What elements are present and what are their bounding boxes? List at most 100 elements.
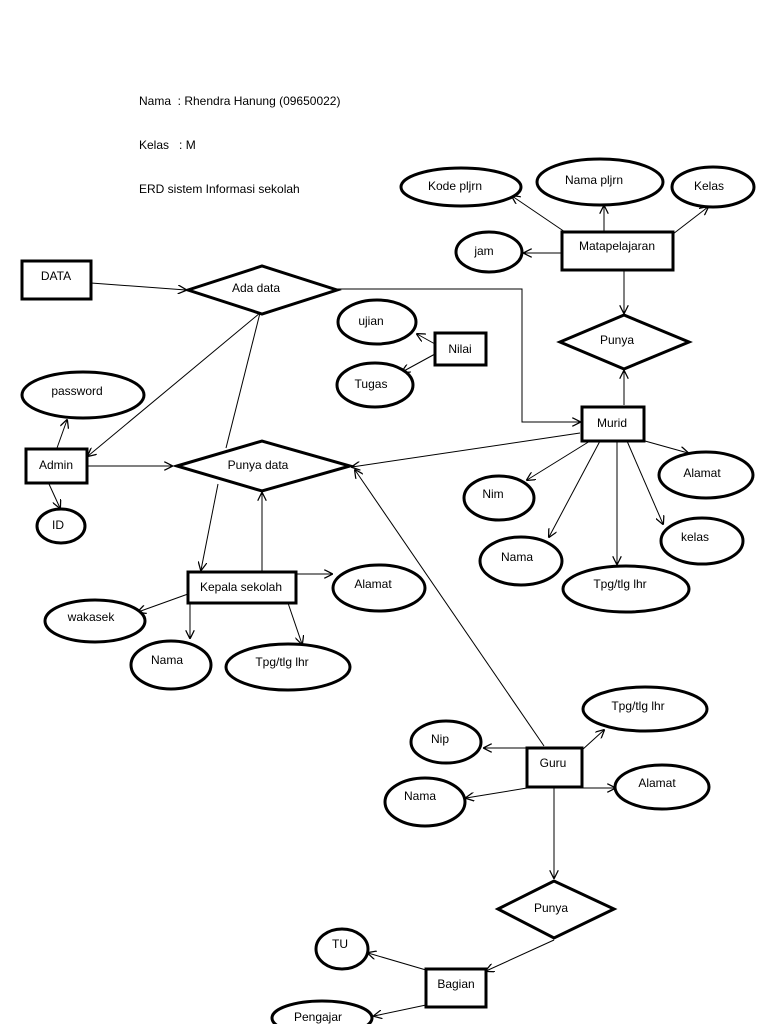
link-matapelajaran-kelas: [672, 207, 708, 235]
attribute-guru-nama: Nama: [383, 776, 467, 828]
link-adadata-murid: [337, 288, 580, 422]
entity-guru: Guru: [525, 746, 584, 789]
relationship-punya-matapelajaran: Punya: [556, 313, 693, 371]
attribute-ks-ttl: Tpg/tlg lhr: [224, 642, 352, 692]
attribute-murid-nama-label: Nama: [501, 550, 533, 564]
relationship-punya-matapelajaran-label: Punya: [600, 333, 634, 347]
attribute-jam-label: jam: [473, 244, 493, 258]
attribute-bagian-pengajar-label: Pengajar: [294, 1010, 342, 1024]
entity-murid: Murid: [580, 405, 646, 443]
link-bagian-tu: [368, 953, 427, 971]
entity-matapelajaran: Matapelajaran: [560, 230, 675, 272]
link-punya-bagian: [486, 939, 555, 971]
link-guru-nama: [466, 787, 528, 798]
attribute-murid-kelas: kelas: [659, 516, 745, 566]
relationship-ada-data: Ada data: [183, 264, 342, 316]
attribute-guru-ttl-label: Tpg/tlg lhr: [611, 699, 664, 713]
entity-guru-label: Guru: [540, 756, 567, 770]
relationship-ada-data-label: Ada data: [232, 281, 280, 295]
attribute-murid-nim-label: Nim: [482, 487, 503, 501]
entity-data: DATA: [20, 259, 93, 301]
connector-lines: [48, 196, 708, 1016]
attribute-bagian-tu-label: TU: [332, 937, 348, 951]
link-bagian-pengajar: [374, 1004, 427, 1016]
attribute-guru-ttl: Tpg/tlg lhr: [581, 685, 709, 733]
link-murid-punyadata: [352, 432, 581, 467]
attribute-bagian-tu: TU: [314, 927, 370, 971]
attribute-guru-nip-label: Nip: [431, 732, 449, 746]
link-admin-password: [56, 420, 67, 449]
entity-murid-label: Murid: [597, 416, 627, 430]
link-guru-ttl: [581, 730, 604, 751]
attribute-tugas-label: Tugas: [355, 377, 388, 391]
class-line: Kelas : M: [139, 138, 196, 152]
relationship-punya-guru: Punya: [494, 879, 618, 940]
attribute-bagian-pengajar: Pengajar: [270, 999, 374, 1024]
diagram-title-line: ERD sistem Informasi sekolah: [139, 182, 300, 196]
link-data-adadata: [90, 282, 186, 290]
attribute-kode-pljrn: Kode pljrn: [399, 166, 523, 208]
attribute-admin-id: ID: [35, 507, 87, 545]
attribute-password: password: [20, 370, 146, 420]
attribute-guru-alamat: Alamat: [613, 763, 711, 811]
link-murid-nama: [549, 440, 601, 537]
attribute-ks-nama: Nama: [129, 639, 213, 691]
link-adadata-kepalasekolah: [225, 312, 261, 449]
attribute-kelas-pljrn-label: Kelas: [694, 179, 724, 193]
attribute-ks-nama-label: Nama: [151, 653, 183, 667]
attribute-ks-wakasek-label: wakasek: [67, 610, 116, 624]
attribute-murid-ttl: Tpg/tlg lhr: [561, 564, 691, 614]
attribute-murid-alamat-label: Alamat: [683, 466, 721, 480]
attribute-ks-alamat-label: Alamat: [354, 577, 392, 591]
entity-bagian: Bagian: [424, 967, 488, 1009]
attribute-admin-id-label: ID: [52, 518, 64, 532]
attribute-murid-alamat: Alamat: [657, 450, 755, 500]
attribute-password-label: password: [51, 384, 102, 398]
attribute-ks-alamat: Alamat: [331, 563, 427, 613]
attribute-kode-pljrn-label: Kode pljrn: [428, 179, 482, 193]
attribute-nama-pljrn: Nama pljrn: [535, 157, 665, 207]
attribute-murid-nim: Nim: [462, 474, 536, 522]
link-matapelajaran-kodepljrn: [512, 196, 566, 233]
link-kepalasekolah-lower: [201, 483, 219, 570]
link-kepalasekolah-wakasek: [138, 593, 189, 612]
entity-matapelajaran-label: Matapelajaran: [579, 239, 655, 253]
link-nilai-ujian: [417, 334, 436, 345]
attribute-murid-kelas-label: kelas: [681, 530, 709, 544]
attribute-ks-wakasek: wakasek: [43, 598, 147, 644]
entity-data-label: DATA: [41, 269, 71, 283]
attribute-guru-alamat-label: Alamat: [638, 776, 676, 790]
attribute-jam: jam: [454, 230, 524, 274]
relationship-punya-guru-label: Punya: [534, 901, 568, 915]
entity-admin-label: Admin: [39, 458, 73, 472]
student-name-line: Nama : Rhendra Hanung (09650022): [139, 94, 341, 108]
entity-nilai-label: Nilai: [448, 342, 471, 356]
entity-kepala-sekolah: Kepala sekolah: [186, 570, 298, 605]
entity-bagian-label: Bagian: [437, 977, 474, 991]
link-nilai-tugas: [402, 353, 436, 372]
attribute-ks-ttl-label: Tpg/tlg lhr: [255, 655, 308, 669]
attribute-guru-nama-label: Nama: [404, 789, 436, 803]
link-kepalasekolah-ttl: [287, 602, 302, 644]
attribute-tugas: Tugas: [335, 361, 415, 409]
entity-nilai: Nilai: [433, 331, 488, 367]
attribute-nama-pljrn-label: Nama pljrn: [565, 173, 623, 187]
link-adadata-admin: [88, 312, 261, 456]
relationship-punya-data: Punya data: [171, 439, 356, 493]
link-murid-alamat: [644, 440, 688, 453]
link-admin-id: [48, 483, 60, 508]
link-murid-kelas: [626, 440, 663, 524]
attribute-murid-ttl-label: Tpg/tlg lhr: [593, 577, 646, 591]
relationship-punya-data-label: Punya data: [228, 458, 289, 472]
attribute-kelas-pljrn: Kelas: [670, 165, 756, 209]
attribute-ujian: ujian: [336, 298, 418, 346]
entity-kepala-sekolah-label: Kepala sekolah: [200, 580, 282, 594]
attribute-guru-nip: Nip: [409, 719, 483, 765]
link-murid-nim: [527, 440, 591, 480]
attribute-murid-nama: Nama: [478, 535, 564, 587]
link-guru-punyadata: [355, 470, 545, 747]
attribute-ujian-label: ujian: [358, 314, 383, 328]
entity-admin: Admin: [24, 447, 89, 485]
